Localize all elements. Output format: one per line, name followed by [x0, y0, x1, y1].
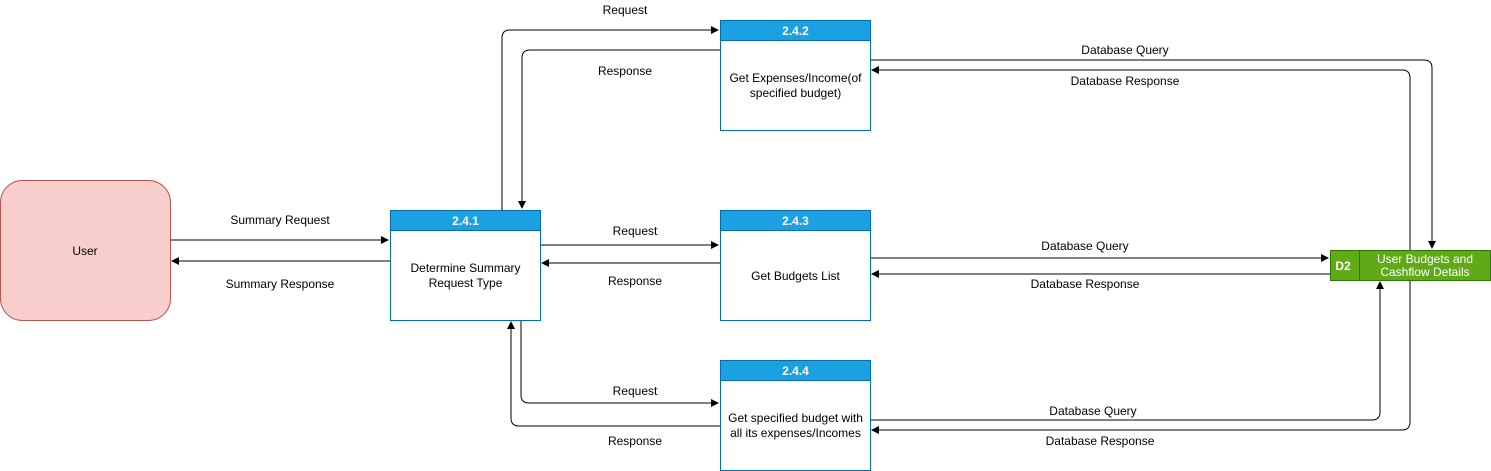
flow-d2-p243-query-label: Database Query [1041, 239, 1128, 253]
flow-p242-response-label: Response [598, 64, 652, 78]
flow-summary-request-label: Summary Request [230, 213, 330, 227]
flow-d2-p244-query-label: Database Query [1049, 404, 1136, 418]
process-2-4-1-title-line-2: Request Type [429, 276, 503, 290]
flow-d2-p242-response-line [871, 66, 1411, 280]
process-2-4-2-header [720, 20, 871, 41]
data-store-d2-label-line-2: Cashflow Details [1380, 265, 1469, 279]
flow-p244-response-line [507, 321, 720, 427]
flow-p242-request-label: Request [603, 3, 648, 17]
process-2-4-2-id: 2.4.2 [782, 24, 809, 38]
process-2-4-4-title-line-1: Get specified budget with [728, 411, 863, 425]
flow-p242-response-line [518, 49, 720, 209]
process-2-4-1-title-line-1: Determine Summary [410, 261, 520, 275]
data-store-d2[interactable]: D2 User Budgets and Cashflow Details [1330, 250, 1491, 281]
process-2-4-3-header [720, 210, 871, 231]
flow-p244-request-label: Request [613, 384, 658, 398]
flow-d2-p244-response-label: Database Response [1046, 434, 1155, 448]
flow-p244-request-line [520, 320, 719, 407]
process-2-4-4-id: 2.4.4 [782, 364, 809, 378]
flow-d2-p242-query-label: Database Query [1081, 43, 1168, 57]
flow-d2-p244-query-line [870, 281, 1384, 421]
data-store-d2-label-line-1: User Budgets and [1377, 252, 1473, 266]
process-2-4-4-header [720, 360, 871, 381]
process-2-4-3-id: 2.4.3 [782, 214, 809, 228]
flow-p244-response-label: Response [608, 434, 662, 448]
flow-p242-request-line [501, 26, 719, 210]
process-2-4-2-title-line-1: Get Expenses/Income(of [729, 71, 862, 85]
flow-p243-request-label: Request [613, 224, 658, 238]
process-2-4-1[interactable]: 2.4.1 Determine Summary Request Type [390, 210, 541, 321]
process-2-4-2-title-line-2: specified budget) [750, 86, 841, 100]
process-2-4-2[interactable]: 2.4.2 Get Expenses/Income(of specified b… [720, 20, 871, 131]
flow-d2-p243-response-label: Database Response [1031, 277, 1140, 291]
process-2-4-3-title-line-1: Get Budgets List [751, 269, 840, 283]
process-2-4-4-title-line-2: all its expenses/Incomes [730, 426, 861, 440]
user-entity-box [0, 180, 171, 321]
flow-summary-response-label: Summary Response [226, 277, 335, 291]
process-2-4-3[interactable]: 2.4.3 Get Budgets List [720, 210, 871, 321]
process-2-4-4[interactable]: 2.4.4 Get specified budget with all its … [720, 360, 871, 471]
process-2-4-1-header [390, 210, 541, 231]
data-store-d2-id: D2 [1335, 259, 1351, 273]
flow-p243-response-label: Response [608, 274, 662, 288]
flow-d2-p242-query-line [870, 59, 1436, 249]
process-2-4-1-id: 2.4.1 [452, 214, 479, 228]
external-entity-user[interactable]: User [0, 180, 171, 321]
data-store-d2-box [1330, 250, 1491, 281]
flow-d2-p244-response-line [871, 280, 1411, 434]
flow-d2-p242-response-label: Database Response [1071, 74, 1180, 88]
user-entity-label: User [72, 244, 97, 258]
